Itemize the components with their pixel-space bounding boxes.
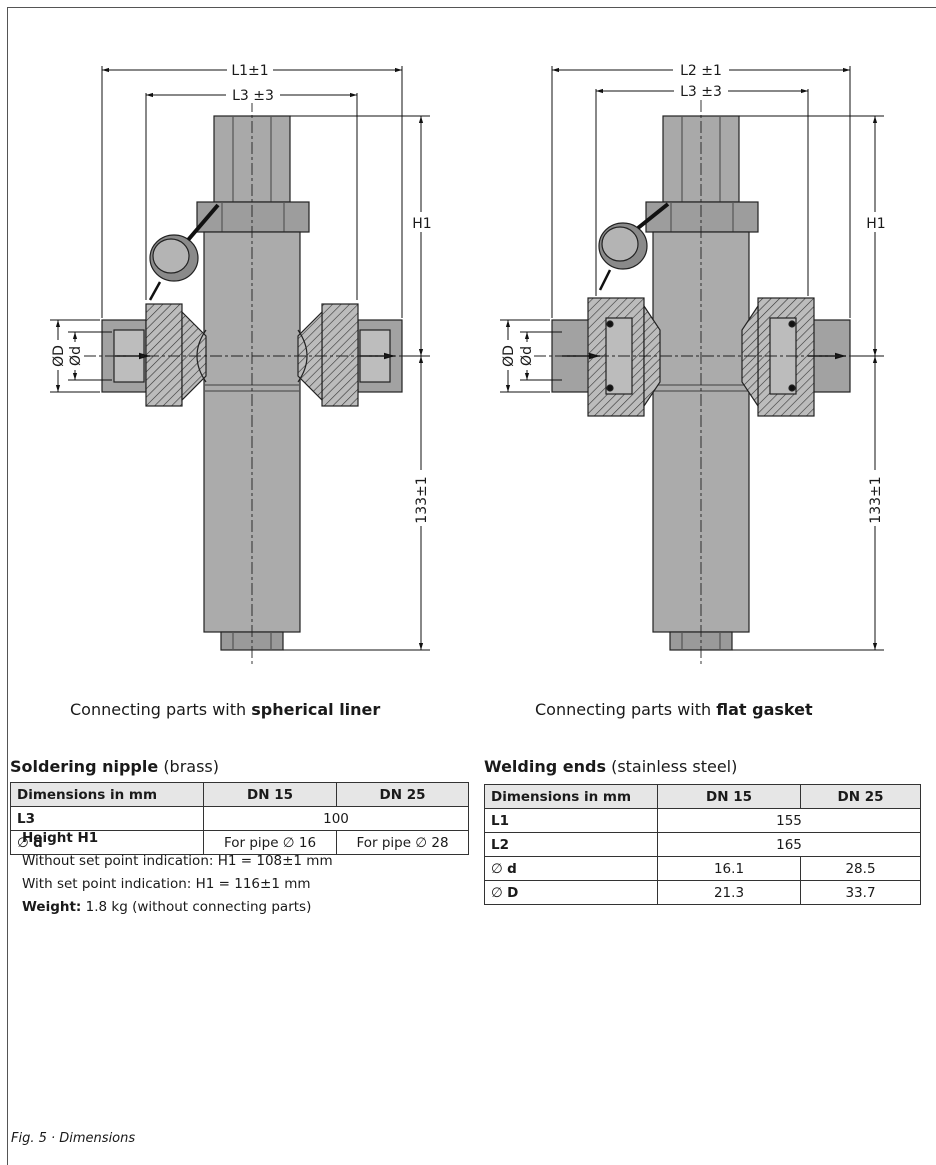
dim-bg-id-right (518, 342, 534, 370)
row-value-dn15: 16.1 (657, 856, 801, 881)
row-label: L1 (484, 808, 658, 833)
dim-label-h1-right: H1 (866, 216, 885, 232)
figure-caption: Fig. 5 · Dimensions (11, 1131, 136, 1146)
row-label: L3 (10, 806, 204, 831)
technical-drawings: L1±1 L3 ±3 H1 133±1 ØD Ød (49, 60, 886, 664)
dim-bg-l3-right (674, 81, 728, 99)
row-value-dn25: 33.7 (800, 880, 921, 905)
soldering-title-rest: (brass) (163, 757, 220, 776)
header-dn15: DN 15 (203, 782, 337, 807)
header-dimensions: Dimensions in mm (484, 784, 658, 809)
row-value-dn25: 28.5 (800, 856, 921, 881)
caption-left-prefix: Connecting parts with (70, 700, 247, 719)
height-line-1: Without set point indication: H1 = 108±1… (22, 853, 333, 869)
weight-value: 1.8 kg (without connecting parts) (85, 899, 312, 915)
dim-label-l2: L2 ±1 (680, 63, 722, 79)
row-merged-value: 100 (203, 806, 469, 831)
soldering-title-bold: Soldering nipple (10, 757, 159, 776)
diameter-symbol: ∅ (491, 860, 503, 877)
header-dimensions: Dimensions in mm (10, 782, 204, 807)
diameter-symbol: ∅ (17, 834, 29, 851)
dim-label-l3-left: L3 ±3 (232, 88, 274, 104)
height-notes: Height H1 Without set point indication: … (22, 827, 333, 919)
table-row: ∅ d 16.1 28.5 (484, 856, 921, 881)
dim-bg-od-right (499, 340, 517, 370)
dim-label-id-left: Ød (68, 346, 84, 366)
dim-bg-133-left (412, 470, 430, 526)
row-merged-value: 155 (657, 808, 921, 833)
dim-bg-l3-left (226, 85, 280, 103)
dim-bg-h1-right (866, 212, 886, 232)
welding-table: Dimensions in mm DN 15 DN 25 L1 155 L2 1… (484, 784, 921, 905)
dim-label-h1-left: H1 (412, 216, 431, 232)
table-header-row: Dimensions in mm DN 15 DN 25 (10, 782, 469, 807)
welding-title-bold: Welding ends (484, 757, 606, 776)
dim-bg-l1 (227, 60, 273, 78)
table-row: L3 100 (10, 806, 469, 831)
table-row: L2 165 (484, 832, 921, 857)
table-header-row: Dimensions in mm DN 15 DN 25 (484, 784, 921, 809)
row-value-dn15: 21.3 (657, 880, 801, 905)
diameter-symbol: ∅ (491, 884, 503, 901)
dim-label-l3-right: L3 ±3 (680, 84, 722, 100)
row-label-text: D (507, 884, 519, 901)
dim-label-133-right: 133±1 (868, 476, 884, 523)
row-label: ∅ d (10, 830, 204, 855)
row-value-dn25: For pipe ∅ 28 (336, 830, 469, 855)
dim-bg-od-left (49, 340, 67, 370)
valve-drawing-right (534, 100, 884, 664)
header-dn15: DN 15 (657, 784, 801, 809)
welding-table-title: Welding ends (stainless steel) (484, 757, 737, 776)
dim-label-od-right: ØD (501, 345, 517, 367)
row-label: ∅ d (484, 856, 658, 881)
caption-left: Connecting parts with spherical liner (70, 700, 380, 719)
caption-left-bold: spherical liner (251, 700, 381, 719)
caption-right-bold: flat gasket (716, 700, 813, 719)
dim-label-l1: L1±1 (231, 63, 268, 79)
table-row: ∅ D 21.3 33.7 (484, 880, 921, 905)
table-row: L1 155 (484, 808, 921, 833)
weight-label: Weight: (22, 899, 82, 915)
row-label: L2 (484, 832, 658, 857)
row-label-text: d (33, 834, 43, 851)
caption-right-prefix: Connecting parts with (535, 700, 712, 719)
valve-drawing-left (84, 100, 428, 664)
dim-label-od-left: ØD (51, 345, 67, 367)
height-line-2: With set point indication: H1 = 116±1 mm (22, 876, 311, 892)
dim-bg-id-left (67, 342, 83, 370)
table-row: ∅ d For pipe ∅ 16 For pipe ∅ 28 (10, 830, 469, 855)
height-title: Height H1 (22, 830, 99, 846)
weight-line: Weight: 1.8 kg (without connecting parts… (22, 896, 333, 919)
row-value-dn15: For pipe ∅ 16 (203, 830, 337, 855)
soldering-table: Dimensions in mm DN 15 DN 25 L3 100 ∅ d … (10, 782, 469, 855)
soldering-table-title: Soldering nipple (brass) (10, 757, 219, 776)
dim-label-133-left: 133±1 (414, 476, 430, 523)
header-dn25: DN 25 (336, 782, 469, 807)
dim-bg-h1-left (413, 212, 433, 232)
page-frame (7, 7, 936, 1165)
dimension-lines-left (50, 66, 430, 651)
caption-right: Connecting parts with flat gasket (535, 700, 813, 719)
dim-bg-133-right (866, 470, 884, 526)
welding-title-rest: (stainless steel) (611, 757, 738, 776)
row-label-text: d (507, 860, 517, 877)
dim-bg-l2 (673, 60, 729, 78)
header-dn25: DN 25 (800, 784, 921, 809)
row-label: ∅ D (484, 880, 658, 905)
dim-label-id-right: Ød (519, 346, 535, 366)
row-merged-value: 165 (657, 832, 921, 857)
